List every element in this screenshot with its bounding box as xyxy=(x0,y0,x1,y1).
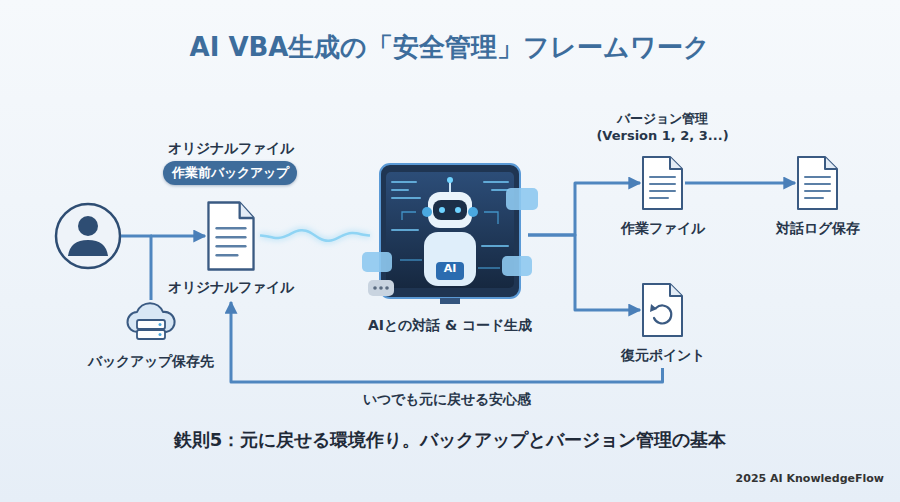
restore-arrow xyxy=(654,305,671,323)
monitor-frame xyxy=(380,164,520,298)
robot-eye xyxy=(439,207,445,213)
document-icon xyxy=(640,155,685,211)
backup-storage-icon xyxy=(124,300,178,342)
ai-monitor-icon xyxy=(372,160,528,310)
server-unit xyxy=(137,330,165,339)
robot-body xyxy=(424,232,476,286)
document-lines xyxy=(217,228,246,255)
cloud-shape xyxy=(127,303,174,332)
flow-arrow xyxy=(685,182,795,185)
document-icon xyxy=(205,200,257,272)
restore-arrow-head xyxy=(650,304,657,312)
user-head xyxy=(78,216,98,236)
robot-antenna xyxy=(449,182,451,192)
document-sheet xyxy=(798,157,837,209)
document-icon xyxy=(795,155,840,211)
typing-bubble xyxy=(368,280,394,296)
node-label: バックアップ保存先 xyxy=(88,352,214,370)
backup-storage: バックアップ保存先 xyxy=(124,300,178,342)
chat-bubble xyxy=(506,188,538,210)
robot-head xyxy=(428,192,472,228)
monitor-stand xyxy=(440,298,460,304)
robot-eye xyxy=(455,207,461,213)
node-heading: オリジナルファイル xyxy=(168,139,294,157)
ai-dialog: AIとの対話 & コード生成 xyxy=(372,160,528,310)
edge-label: いつでも元に戻せる安心感 xyxy=(363,391,531,409)
user-icon xyxy=(56,204,120,268)
robot-antenna-tip xyxy=(447,177,453,183)
original-file: オリジナルファイルオリジナルファイル xyxy=(205,200,257,272)
node-label: 作業前バックアップ xyxy=(172,165,289,182)
backup-badge: 作業前バックアップ xyxy=(163,161,297,185)
node-label: オリジナルファイル xyxy=(168,278,294,296)
node-label: 作業ファイル xyxy=(621,219,705,237)
robot-chest-text: AI xyxy=(444,262,457,275)
server-unit xyxy=(137,320,165,329)
robot-headset xyxy=(422,207,432,217)
restore-point: 復元ポイント xyxy=(640,282,685,338)
restore-icon xyxy=(640,282,685,338)
node-heading: バージョン管理 (Version 1, 2, 3...) xyxy=(588,110,738,145)
user-line xyxy=(121,235,152,238)
server-led xyxy=(159,333,162,336)
diagram-title: AI VBA生成の「安全管理」フレームワーク xyxy=(0,30,900,65)
document-sheet xyxy=(643,157,682,209)
glow-link xyxy=(260,230,370,241)
user-body xyxy=(68,240,108,256)
chat-bubble xyxy=(502,256,532,276)
dialog-log: 対話ログ保存 xyxy=(795,155,840,211)
node-label: AIとの対話 & コード生成 xyxy=(368,316,532,334)
document-fold xyxy=(825,157,837,169)
monitor-screen xyxy=(386,172,514,288)
watermark: 2025 AI KnowledgeFlow xyxy=(736,472,884,485)
node-label: 復元ポイント xyxy=(621,346,705,364)
document-sheet xyxy=(643,284,682,336)
user-circle xyxy=(56,204,120,268)
server-led xyxy=(159,323,162,326)
flow-arrow xyxy=(231,302,663,382)
document-fold xyxy=(670,284,682,296)
document-lines xyxy=(650,177,675,198)
node-label: 対話ログ保存 xyxy=(776,219,860,237)
document-fold xyxy=(670,157,682,169)
work-file: バージョン管理 (Version 1, 2, 3...)作業ファイル xyxy=(640,155,685,211)
diagram-caption: 鉄則5：元に戻せる環境作り。バックアップとバージョン管理の基本 xyxy=(0,428,900,452)
robot-chest-plate xyxy=(436,262,464,280)
document-sheet xyxy=(208,203,253,270)
document-lines xyxy=(805,177,830,198)
flow-arrow xyxy=(528,235,640,310)
robot-visor xyxy=(433,200,467,220)
robot-headset xyxy=(468,207,478,217)
document-fold xyxy=(240,203,254,218)
chat-bubble xyxy=(362,252,392,272)
